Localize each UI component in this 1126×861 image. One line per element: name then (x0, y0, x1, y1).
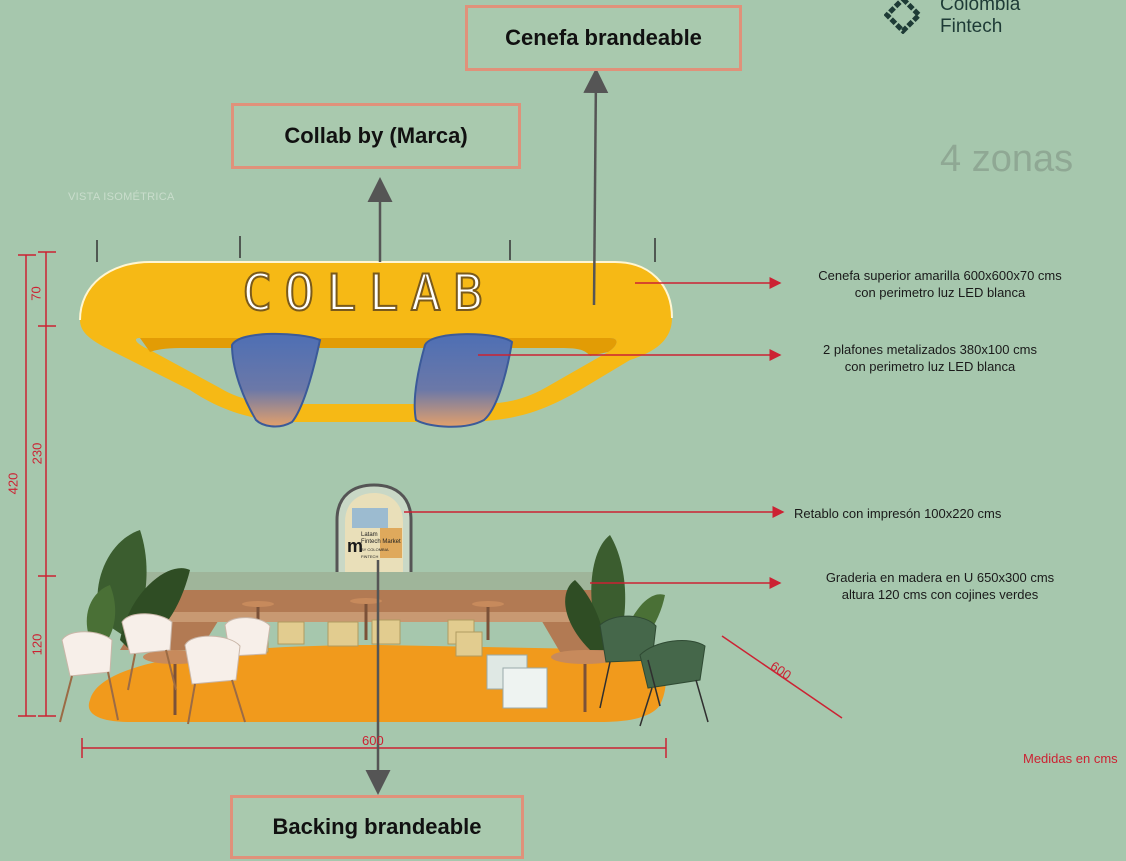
annotation-cenefa-line2: con perimetro luz LED blanca (854, 285, 1026, 300)
dim-seg-mid: 230 (29, 442, 45, 465)
ceiling-panels (230, 332, 514, 428)
diamond-pixel-logo-icon (883, 0, 923, 35)
dim-width: 600 (362, 733, 384, 748)
annotation-graderia: Graderia en madera en U 650x300 cms altu… (790, 569, 1090, 603)
annotation-cenefa: Cenefa superior amarilla 600x600x70 cms … (790, 267, 1090, 301)
collab-sign-text: COLLAB (241, 263, 495, 323)
callout-arrows (365, 68, 609, 795)
annotation-plafones-line1: 2 plafones metalizados 380x100 cms (823, 342, 1037, 357)
annotation-graderia-line1: Graderia en madera en U 650x300 cms (825, 570, 1055, 585)
brand-logo: Colombia Fintech (883, 0, 1021, 38)
white-chairs (59, 613, 271, 725)
annotation-plafones: 2 plafones metalizados 380x100 cms con p… (790, 341, 1070, 375)
units-note: Medidas en cms (1023, 751, 1118, 766)
brand-line2: Fintech (940, 16, 1003, 37)
collab-by-marca-box: Collab by (Marca) (231, 103, 521, 169)
panel-text: Latam Fintech Market BY COLOMBIA FINTECH (361, 532, 401, 560)
annotation-retablo: Retablo con impresón 100x220 cms (794, 505, 1034, 522)
svg-text:m: m (347, 536, 363, 556)
cenefa-brandeable-box: Cenefa brandeable (465, 5, 742, 71)
zonas-title: 4 zonas (940, 138, 1074, 180)
dim-total-height: 420 (5, 472, 21, 495)
annotation-cenefa-line1: Cenefa superior amarilla 600x600x70 cms (818, 268, 1062, 283)
annotation-graderia-line2: altura 120 cms con cojines verdes (841, 587, 1039, 602)
panel-line2: Fintech Market (361, 539, 401, 545)
dim-seg-top: 70 (28, 286, 44, 301)
view-label: VISTA ISOMÉTRICA (68, 191, 175, 203)
panel-line3: BY COLOMBIA FINTECH (361, 547, 389, 559)
annotation-leaders (404, 277, 785, 589)
panel-line1: Latam (361, 532, 378, 538)
dim-seg-bottom: 120 (29, 633, 45, 656)
annotation-plafones-line2: con perimetro luz LED blanca (844, 359, 1016, 374)
annotation-retablo-line1: Retablo con impresón 100x220 cms (794, 506, 1002, 521)
green-chairs (599, 615, 709, 727)
brand-line1: Colombia (940, 0, 1021, 15)
backing-brandeable-box: Backing brandeable (230, 795, 524, 859)
dimension-lines (18, 251, 843, 758)
retablo-panel: m (335, 483, 413, 582)
